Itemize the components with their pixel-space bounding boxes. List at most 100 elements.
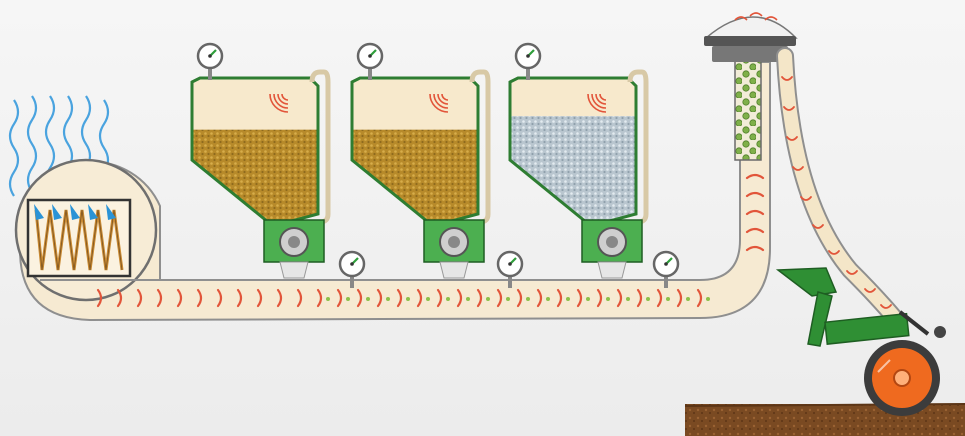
airflow-arrow-icon bbox=[783, 106, 795, 111]
metering-hub bbox=[288, 236, 300, 248]
gauge-stem bbox=[350, 276, 354, 288]
hopper-3 bbox=[508, 42, 649, 279]
product-particle bbox=[666, 297, 670, 301]
airflow-arrow-icon bbox=[792, 166, 804, 171]
hopper-vent-tube bbox=[627, 69, 649, 225]
product-dots bbox=[326, 297, 710, 301]
airflow-arrow-icon bbox=[745, 209, 765, 216]
airflow-arrow-icon bbox=[745, 245, 765, 252]
gauge-stem bbox=[664, 276, 668, 288]
airflow-arrow-icon bbox=[786, 136, 798, 141]
airflow-arrow-icon bbox=[496, 288, 503, 308]
product-particle bbox=[366, 297, 370, 301]
airflow-arrow-icon bbox=[656, 288, 663, 308]
product-particle bbox=[486, 297, 490, 301]
airflow-arrow-icon bbox=[745, 191, 765, 198]
pressure-gauges bbox=[338, 250, 680, 288]
product-particle bbox=[686, 297, 690, 301]
gauge-pivot bbox=[368, 54, 372, 58]
product-particle bbox=[526, 297, 530, 301]
airflow-arrow-icon bbox=[745, 173, 765, 180]
gauge-stem bbox=[526, 68, 530, 80]
product-particle bbox=[326, 297, 330, 301]
gauge-pivot bbox=[350, 262, 354, 266]
level-sensor-wave-icon bbox=[273, 93, 289, 109]
gauge-pivot bbox=[208, 54, 212, 58]
gauge-stem bbox=[508, 276, 512, 288]
airflow-arrow-icon bbox=[846, 270, 858, 275]
heat-wave-icon bbox=[8, 99, 20, 197]
airflow-arrow-icon bbox=[556, 288, 563, 308]
airflow-arrow-icon bbox=[828, 250, 840, 255]
level-sensor-wave-icon bbox=[595, 93, 607, 105]
pressure-gauge-icon bbox=[356, 42, 384, 80]
airflow-arrow-icon bbox=[676, 288, 683, 308]
product-particle bbox=[546, 297, 550, 301]
airflow-arrow-icon bbox=[216, 288, 223, 308]
airflow-arrow-icon bbox=[416, 288, 423, 308]
airflow-arrow-icon bbox=[636, 288, 643, 308]
airflow-arrow-icon bbox=[256, 288, 263, 308]
airflow-arrow-icon bbox=[116, 288, 123, 308]
hopper-1 bbox=[190, 42, 331, 279]
airflow-arrow-icon bbox=[812, 224, 824, 229]
airflow-arrow-icon bbox=[376, 288, 383, 308]
hopper-vent-tube bbox=[469, 69, 491, 225]
level-sensor-wave-icon bbox=[437, 93, 449, 105]
airflow-arrow-icon bbox=[616, 288, 623, 308]
airflow-arrow-icon bbox=[276, 288, 283, 308]
airflow-arrow-icon bbox=[576, 288, 583, 308]
pressure-gauge-icon bbox=[338, 250, 366, 288]
airflow-arrow-icon bbox=[696, 288, 703, 308]
hopper-frame bbox=[350, 76, 480, 224]
metering-outlet bbox=[279, 261, 309, 279]
product-particle bbox=[406, 297, 410, 301]
airflow-arrow-icon bbox=[436, 288, 443, 308]
product-particle bbox=[586, 297, 590, 301]
hopper-frame bbox=[508, 76, 638, 224]
heat-wave-icon bbox=[26, 95, 38, 193]
heater-coil-icon bbox=[26, 198, 132, 278]
airflow-arrow-icon bbox=[596, 288, 603, 308]
airflow-arrow-icon bbox=[96, 288, 103, 308]
product-particle bbox=[346, 297, 350, 301]
airflow-arrow-icon bbox=[880, 304, 892, 309]
level-sensor-wave-icon bbox=[591, 93, 607, 109]
airflow-arrow-icon bbox=[781, 76, 793, 81]
gauge-pivot bbox=[664, 262, 668, 266]
airflow-arrow-icon bbox=[476, 288, 483, 308]
product-particle bbox=[446, 297, 450, 301]
airflow-arrow-icon bbox=[316, 288, 323, 308]
level-sensor-wave-icon bbox=[441, 93, 449, 101]
level-sensor-wave-icon bbox=[277, 93, 289, 105]
product-particle bbox=[466, 297, 470, 301]
pressure-gauge-icon bbox=[652, 250, 680, 288]
level-sensor-wave-icon bbox=[599, 93, 607, 101]
pressure-gauge-icon bbox=[196, 42, 224, 80]
product-particle bbox=[566, 297, 570, 301]
level-sensor-wave-icon bbox=[433, 93, 449, 109]
airflow-arrow-icon bbox=[136, 288, 143, 308]
product-particle bbox=[506, 297, 510, 301]
airflow-arrow-icon bbox=[336, 288, 343, 308]
product-particle bbox=[626, 297, 630, 301]
gauge-pivot bbox=[526, 54, 530, 58]
product-particle bbox=[386, 297, 390, 301]
metering-outlet bbox=[439, 261, 469, 279]
level-sensor-wave-icon bbox=[429, 93, 449, 113]
hopper-frame bbox=[190, 76, 320, 224]
seed-hose-inner bbox=[778, 49, 905, 329]
airflow-arrow-icon bbox=[156, 288, 163, 308]
airflow-arrow-icon bbox=[536, 288, 543, 308]
gauge-pivot bbox=[508, 262, 512, 266]
level-sensor-wave-icon bbox=[269, 93, 289, 113]
airflow-arrow-icon bbox=[236, 288, 243, 308]
seed-drill-icon bbox=[775, 267, 946, 416]
hopper-2 bbox=[350, 42, 491, 279]
pressure-gauge-icon bbox=[496, 250, 524, 288]
product-particle bbox=[706, 297, 710, 301]
airflow-arrow-icon bbox=[456, 288, 463, 308]
airflow-arrow-icon bbox=[396, 288, 403, 308]
gauge-stem bbox=[368, 68, 372, 80]
